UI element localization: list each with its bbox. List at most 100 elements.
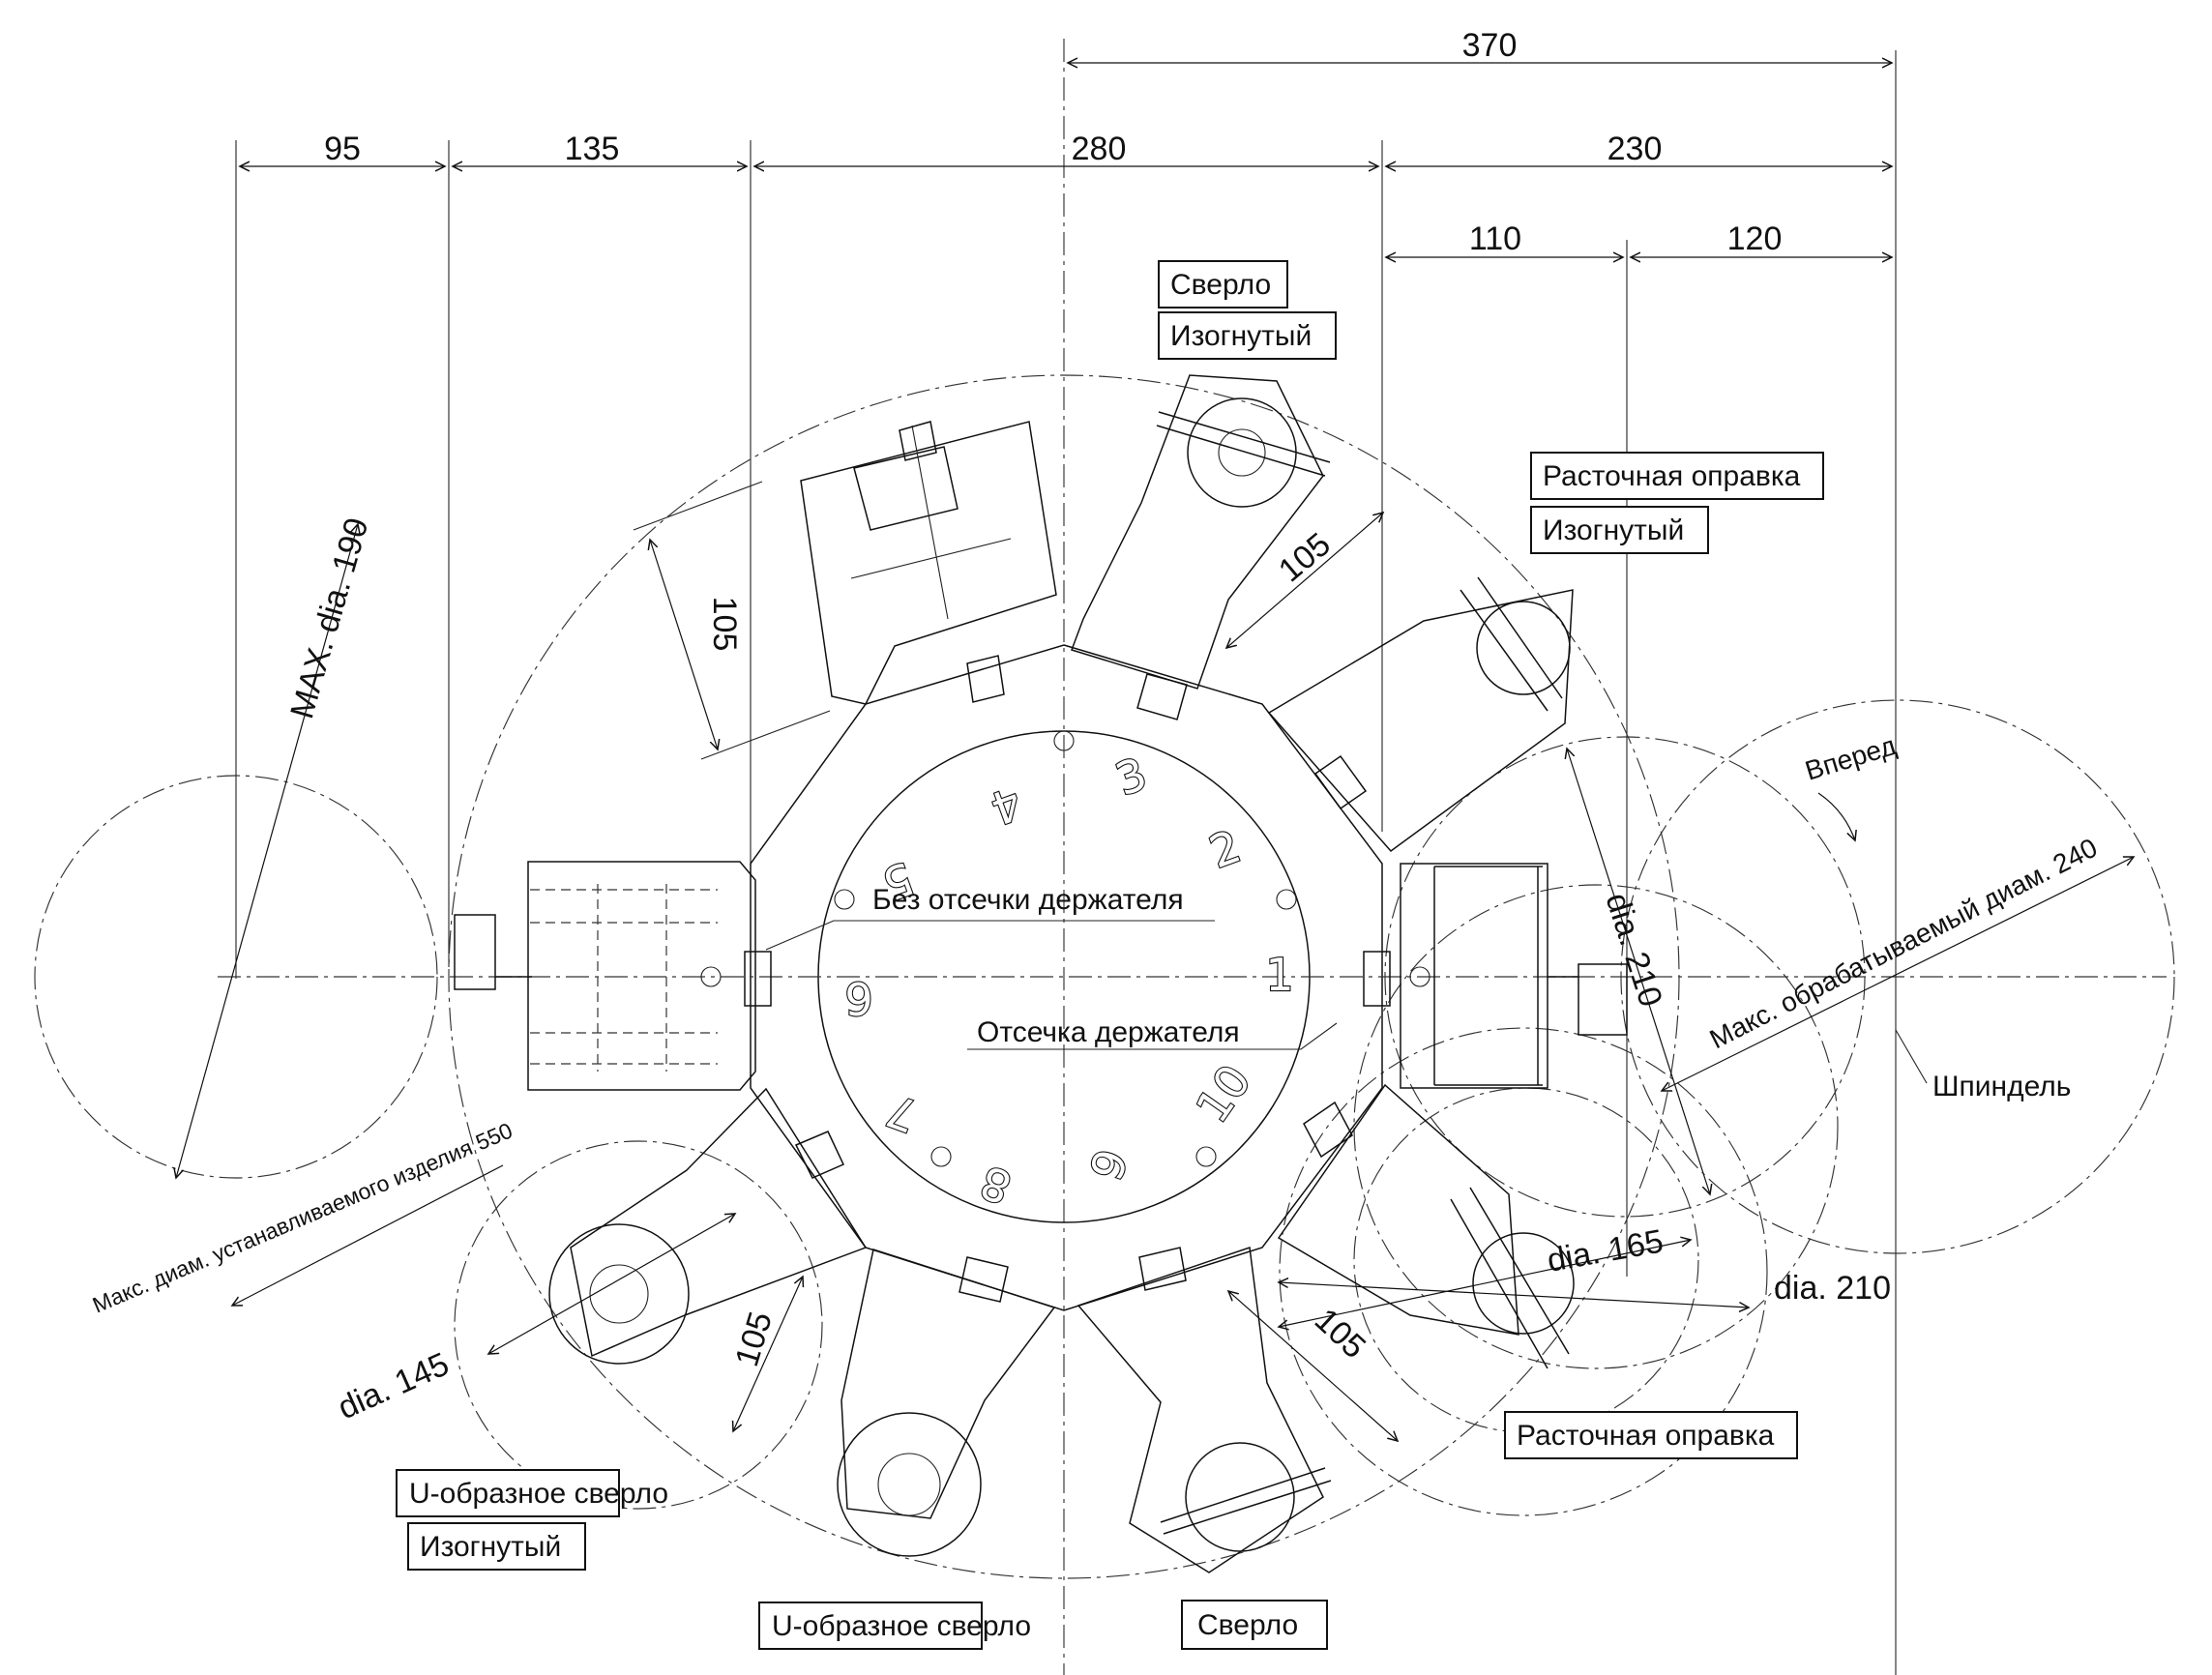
dimension-230-label: 230 [1607, 131, 1663, 167]
upper-drill-holder-outline [1071, 374, 1324, 690]
upper-left-105-extension-a [633, 481, 763, 531]
upper-left-holder-outline [800, 421, 1057, 705]
upper-left-105-label: 105 [706, 597, 743, 652]
station-numbers: 1 2 3 4 5 6 7 8 9 10 [843, 746, 1294, 1215]
lower-drill-holder [1077, 1246, 1332, 1573]
boxed-labels: Сверло Изогнутый Расточная оправка Изогн… [396, 260, 1824, 1650]
max-workpiece-240-label: Макс. обрабатываемый диам. 240 [1705, 833, 2103, 1055]
dimension-110-label: 110 [1469, 220, 1521, 257]
max-dia-190-label: MAX. dia. 190 [283, 514, 375, 722]
left-tool-insert [454, 914, 532, 990]
diagonal-dimensions: MAX. dia. 190 105 105 dia. 210 Макс. обр… [89, 481, 2134, 1441]
left-u-drill-center [589, 1264, 649, 1324]
right-upper-boring-head [1476, 601, 1571, 695]
dimension-370-label: 370 [1462, 27, 1518, 64]
right-upper-boring-holder [1267, 576, 1574, 853]
bent-right-label: Изогнутый [1543, 514, 1684, 546]
right-upper-boring-outline [1267, 589, 1574, 853]
u-drill-bottom-label-box [758, 1602, 983, 1650]
dimension-120-label: 120 [1727, 220, 1783, 257]
no-holder-cutoff-leader [765, 920, 1215, 951]
boring-top-label-box [1530, 452, 1824, 500]
lower-right-inner-circle [1353, 1087, 1699, 1433]
left-holder-outline [527, 861, 756, 1091]
upper-drill-shank [1156, 411, 1331, 477]
upper-right-105-label: 105 [1272, 526, 1338, 590]
lower-drill-head [1185, 1442, 1295, 1552]
spindle-label: Шпиндель [1932, 1071, 2071, 1102]
lower-right-boring-clamp [1303, 1101, 1353, 1159]
turret-decagon [750, 644, 1383, 1311]
lower-left-105-dimension [733, 1277, 803, 1431]
left-u-drill-clamp [794, 1131, 845, 1179]
forward-arrow [1817, 792, 1855, 840]
lower-u-drill-center [877, 1453, 941, 1516]
spindle-leader [1895, 1029, 1928, 1084]
right-holder-inner-lines [1433, 866, 1543, 1086]
lower-drill-shank [1160, 1467, 1332, 1535]
upper-left-105-dimension [650, 540, 718, 749]
u-drill-bottom-label: U-образное сверло [772, 1610, 1031, 1642]
station-hole-right-bottom [1195, 1146, 1217, 1167]
lower-u-drill-holder-outline [841, 1249, 1056, 1519]
station-hole-left-bottom [930, 1146, 952, 1167]
right-dia-210-label: dia. 210 [1598, 889, 1669, 1012]
holder-cutoff-label: Отсечка держателя [977, 1016, 1240, 1048]
boring-bottom-label: Расточная оправка [1517, 1420, 1775, 1452]
station-number-7: 7 [880, 1084, 925, 1143]
station-number-4: 4 [984, 777, 1028, 836]
u-drill-left-label-box [396, 1469, 620, 1517]
drill-top-label: Сверло [1170, 269, 1271, 301]
left-dia-145-dimension [488, 1214, 735, 1354]
upper-right-105-dimension [1226, 513, 1383, 648]
station-number-6: 6 [844, 972, 872, 1024]
station-number-9: 9 [1080, 1143, 1139, 1188]
lower-right-105-dimension [1228, 1291, 1398, 1441]
u-drill-circle [454, 1140, 823, 1510]
right-upper-boring-bar [1460, 576, 1563, 712]
workpiece-550-leader [232, 1164, 504, 1306]
lower-right-165-label: dia. 165 [1545, 1222, 1666, 1278]
left-u-drill-head [548, 1223, 690, 1365]
lower-right-105-label: 105 [1308, 1302, 1372, 1366]
left-clamp-block [744, 951, 772, 1007]
u-drill-left-label: U-образное сверло [409, 1478, 668, 1510]
right-boring-bar [1548, 963, 1628, 1036]
bent-bottom-left-label: Изогнутый [420, 1531, 561, 1563]
no-holder-cutoff-label: Без отсечки держателя [872, 884, 1184, 916]
dimension-95-label: 95 [324, 131, 361, 167]
drill-bottom-label: Сверло [1197, 1609, 1298, 1641]
upper-drill-holder [1071, 374, 1331, 720]
upper-left-holder [800, 421, 1057, 705]
upper-left-clamp-block [966, 655, 1005, 703]
station-hole-right-top [1276, 889, 1297, 910]
station-holes [834, 730, 1297, 1167]
boring-top-label: Расточная оправка [1543, 460, 1801, 492]
upper-drill-center [1218, 428, 1266, 477]
bent-right-label-box [1530, 506, 1709, 554]
bent-top-label-box [1158, 311, 1337, 360]
upper-drill-head [1187, 397, 1297, 508]
bent-top-label: Изогнутый [1170, 320, 1312, 352]
right-holder-outline [1400, 863, 1548, 1089]
lower-u-drill-clamp [959, 1256, 1009, 1303]
drill-bottom-label-box [1181, 1600, 1328, 1650]
left-tool-holder [454, 861, 772, 1091]
station-number-3: 3 [1109, 748, 1154, 807]
workpiece-550-label: Макс. диам. устанавливаемого изделия 550 [89, 1118, 516, 1318]
dimension-280-label: 280 [1072, 131, 1127, 167]
right-dia-210-dimension [1567, 749, 1710, 1194]
station-number-8: 8 [974, 1156, 1018, 1215]
upper-drill-clamp [1136, 673, 1188, 720]
station-hole-top [1053, 730, 1075, 751]
station-hole-left-top [834, 889, 855, 910]
holder-cutoff-callouts: Без отсечки держателя Отсечка держателя [765, 884, 1338, 1050]
lower-u-drill-head [837, 1412, 982, 1557]
left-pocket-circle [700, 966, 722, 987]
left-dia-145-label: dia. 145 [333, 1345, 455, 1426]
lower-u-drill-holder [837, 1249, 1056, 1557]
station-number-1: 1 [1265, 949, 1293, 1001]
lower-drill-holder-outline [1077, 1246, 1324, 1573]
